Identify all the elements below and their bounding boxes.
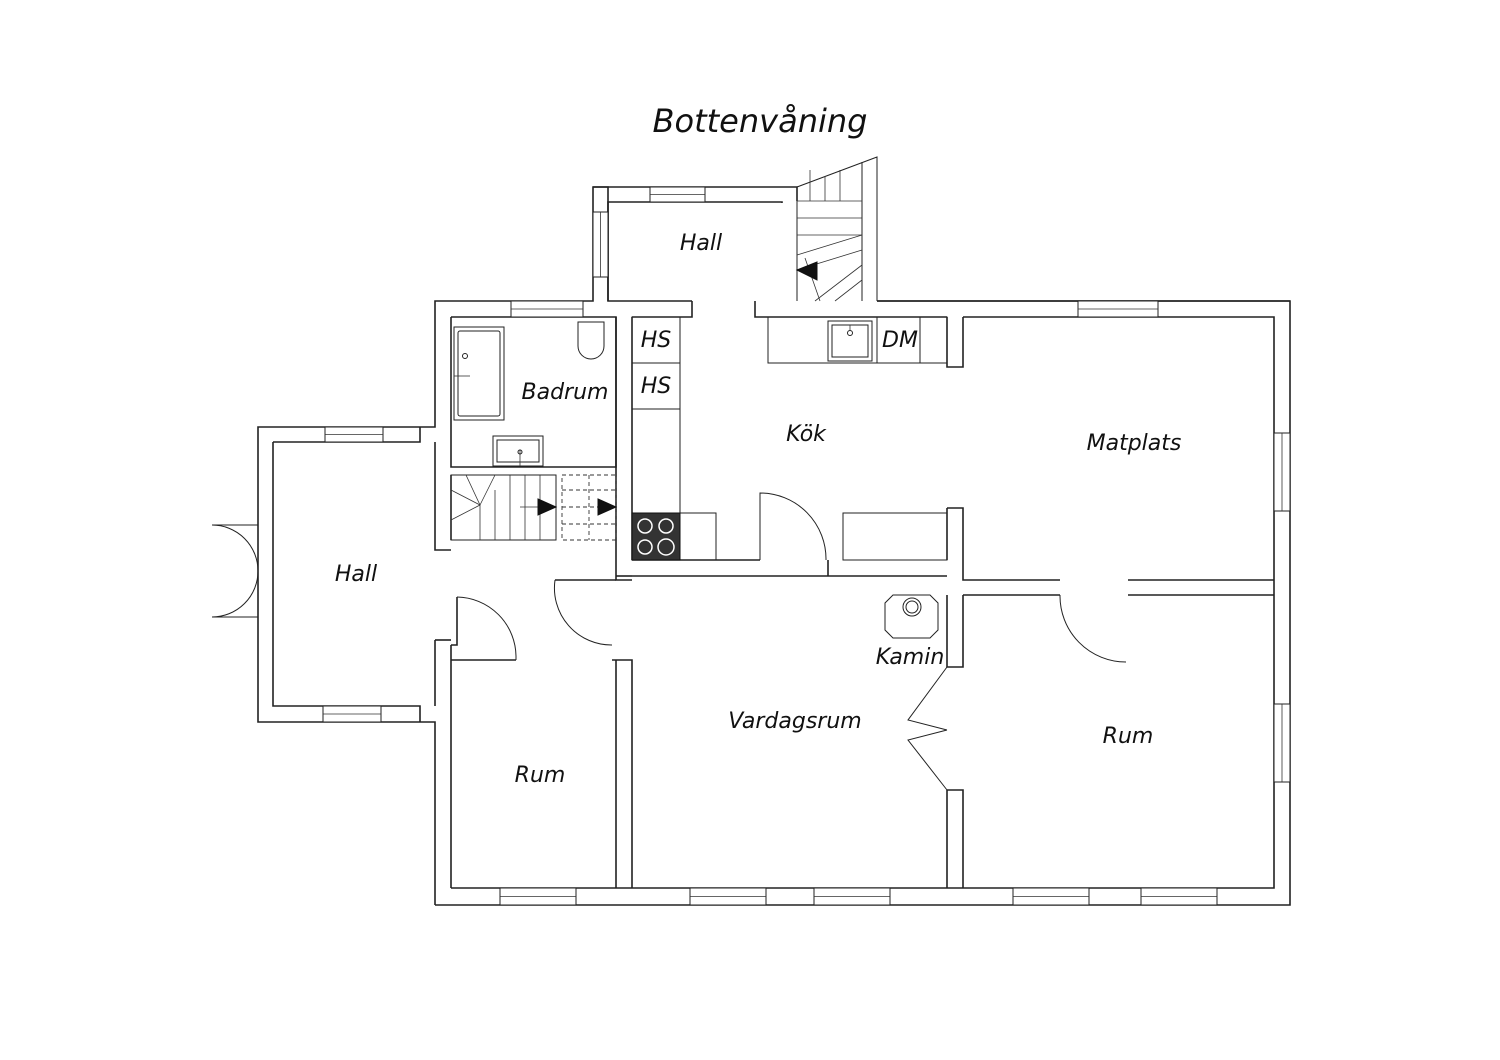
label-hs-2: HS [641,374,672,399]
outer-walls [257,186,1291,906]
dishwasher [876,316,921,364]
room-label-vardagsrum: Vardagsrum [728,709,861,734]
kitchen-sink-icon [827,320,873,362]
door [211,570,259,618]
sink-icon [492,435,544,467]
plan-title: Bottenvåning [653,102,868,140]
room-label-badrum: Badrum [522,380,609,405]
door [456,596,517,660]
windows [322,186,1291,906]
room-labels: Hall Badrum HS HS DM Kök Matplats Hall K… [335,231,1182,788]
cabinet-hs [631,362,681,410]
door [907,729,948,791]
bathtub-icon [453,326,505,421]
fireplace-icon [884,594,939,639]
door [553,579,613,646]
bathroom-fixtures [453,321,605,467]
label-hs-1: HS [641,328,672,353]
stair-arrow-icon [795,261,818,281]
toilet-icon [577,321,605,360]
interior-walls [435,317,1274,888]
kitchen-fixtures [631,316,948,639]
stair-arrow-icon [597,498,618,516]
room-label-hall-top: Hall [680,231,722,256]
stairs-top [795,156,878,302]
stove-icon [631,512,681,561]
doors [211,492,1127,791]
label-dm: DM [882,328,918,353]
room-label-rum-right: Rum [1103,724,1154,749]
room-label-hall-left: Hall [335,562,377,587]
room-label-kok: Kök [786,422,827,447]
door [759,492,827,561]
room-label-matplats: Matplats [1087,431,1182,456]
door [1059,594,1127,663]
label-kamin: Kamin [876,645,945,670]
stairs-down [450,474,618,541]
door [907,666,948,731]
room-label-rum-left: Rum [515,763,566,788]
door [211,524,259,572]
stair-arrow-icon [537,498,558,516]
